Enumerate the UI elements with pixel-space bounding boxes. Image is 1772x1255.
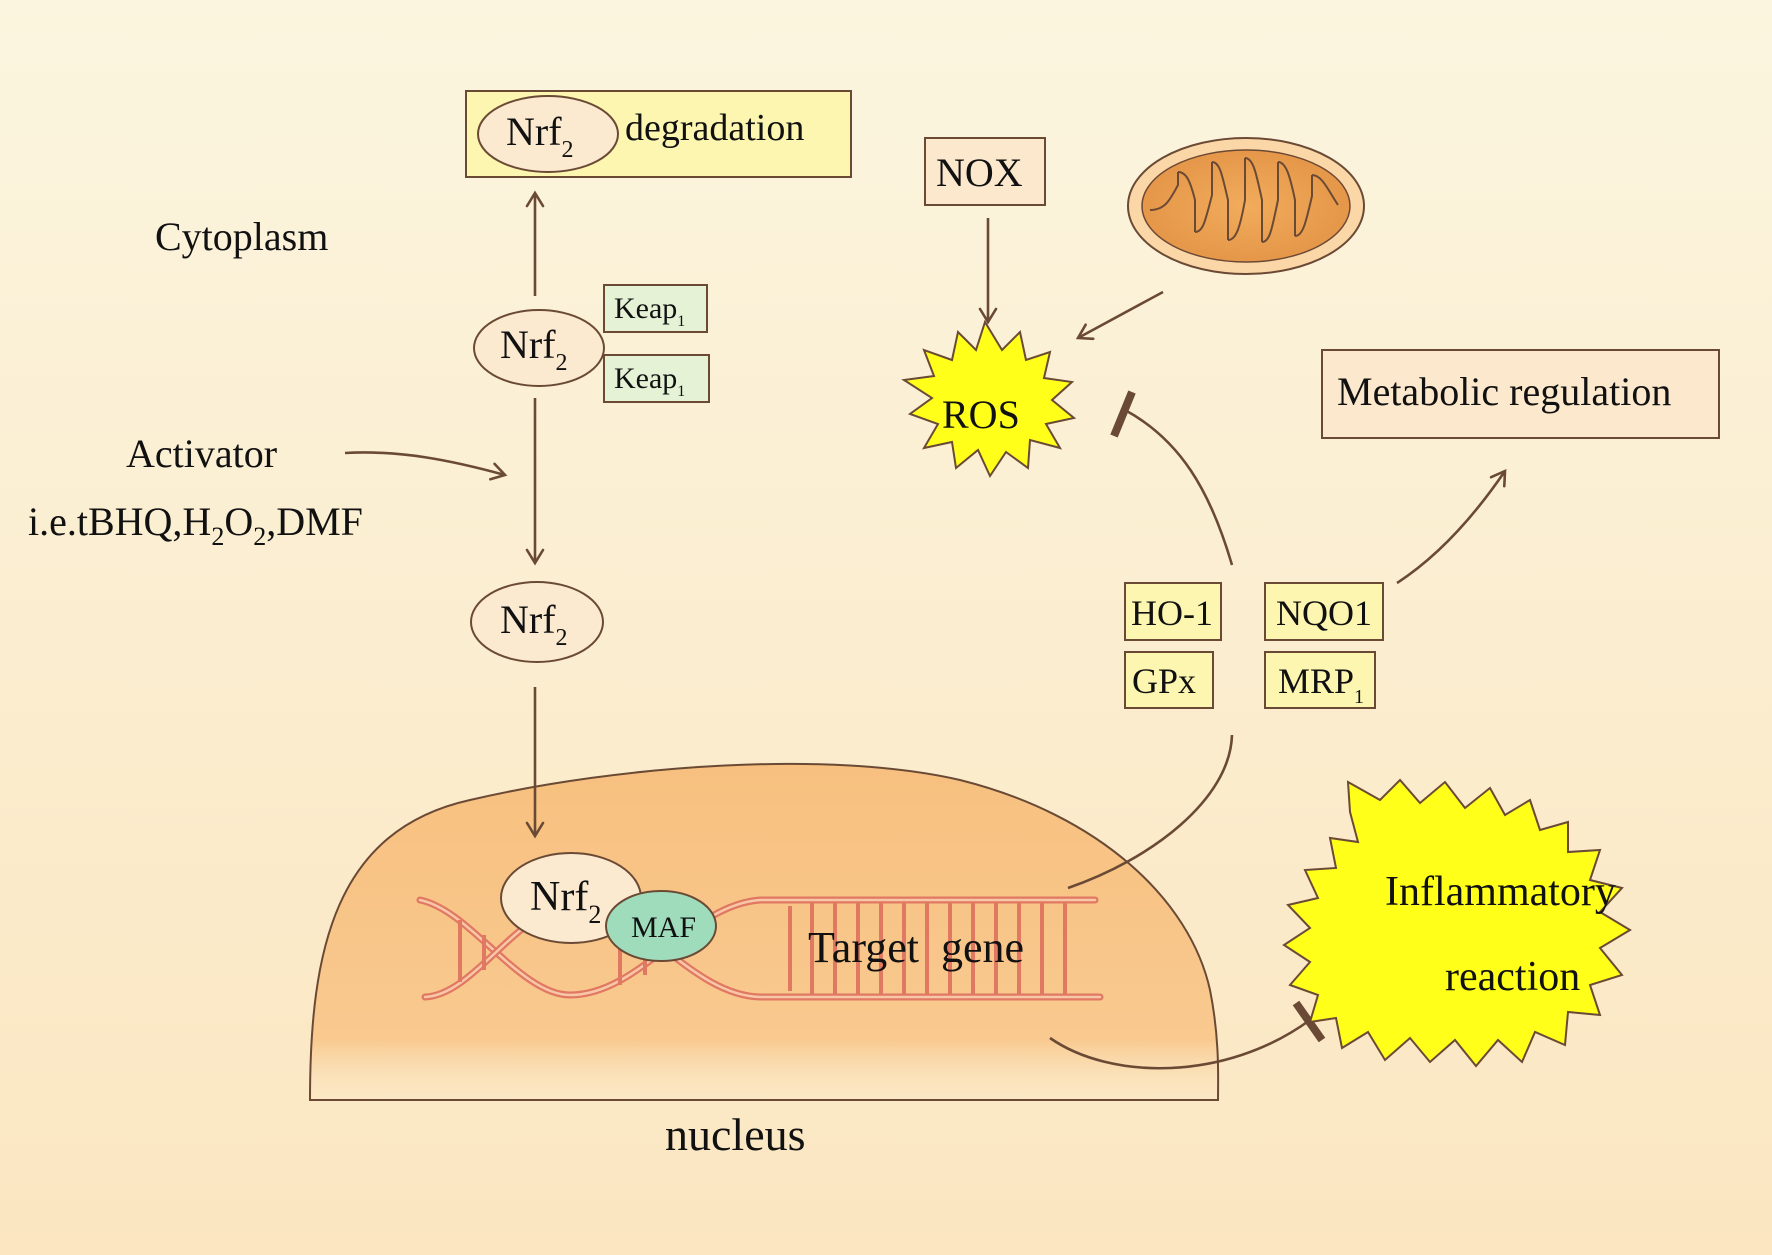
inflammatory-label-line1: Inflammatory — [1385, 869, 1616, 915]
nucleus-shape — [308, 762, 1220, 1101]
ros-starburst — [901, 319, 1077, 479]
nrf2-degradation-label: Nrf2 — [506, 109, 574, 163]
ho1-label: HO-1 — [1131, 593, 1213, 633]
activator-label: Activator — [126, 431, 277, 476]
arrow-mito-to-ros — [1075, 290, 1164, 341]
maf-label: MAF — [631, 911, 696, 944]
mitochondrion-icon — [1127, 137, 1365, 275]
keap1-top-box — [603, 284, 708, 333]
degradation-label: degradation — [625, 107, 804, 149]
nrf2-degradation-ellipse — [477, 95, 619, 173]
inflammatory-label-line2: reaction — [1445, 954, 1580, 1000]
nqo1-box — [1264, 582, 1384, 641]
metabolic-regulation-label: Metabolic regulation — [1337, 369, 1671, 414]
mrp1-box — [1264, 651, 1376, 709]
inhibition-to-inflammatory — [1049, 1018, 1311, 1070]
keap1-bottom-label: Keap1 — [614, 362, 685, 400]
cytoplasm-label: Cytoplasm — [155, 214, 328, 259]
arrow-activator — [344, 451, 508, 481]
nrf2-free-ellipse — [470, 581, 604, 663]
nucleus-label: nucleus — [665, 1109, 806, 1160]
arrow-to-metabolic — [1396, 468, 1507, 585]
nqo1-label: NQO1 — [1276, 593, 1372, 633]
gpx-box — [1124, 651, 1214, 709]
nox-label: NOX — [936, 150, 1023, 195]
mrp1-label: MRP1 — [1278, 661, 1364, 708]
gpx-label: GPx — [1132, 661, 1196, 701]
inhibition-to-ros — [1124, 408, 1234, 566]
target-gene-to-products — [1067, 734, 1234, 890]
ros-label: ROS — [942, 392, 1020, 437]
target-gene-label: Target gene — [808, 923, 1024, 972]
inhibition-bar-inflammatory — [1292, 1000, 1326, 1043]
nrf2-keap-label: Nrf2 — [500, 322, 568, 376]
inflammatory-starburst — [1282, 778, 1632, 1068]
keap1-top-label: Keap1 — [614, 292, 685, 330]
dna-rungs — [458, 902, 1067, 995]
keap1-bottom-box — [603, 354, 710, 403]
inhibition-bar-ros — [1110, 390, 1136, 438]
maf-ellipse — [605, 890, 717, 962]
nrf2-keap-ellipse — [473, 309, 605, 387]
ho1-box — [1124, 582, 1222, 641]
nrf2-free-label: Nrf2 — [500, 597, 568, 651]
activator-examples: i.e.tBHQ,H2O2,DMF — [28, 499, 363, 551]
nox-box — [924, 137, 1046, 206]
nrf2-nuclear-label: Nrf2 — [530, 874, 601, 929]
metabolic-regulation-box — [1321, 349, 1720, 439]
